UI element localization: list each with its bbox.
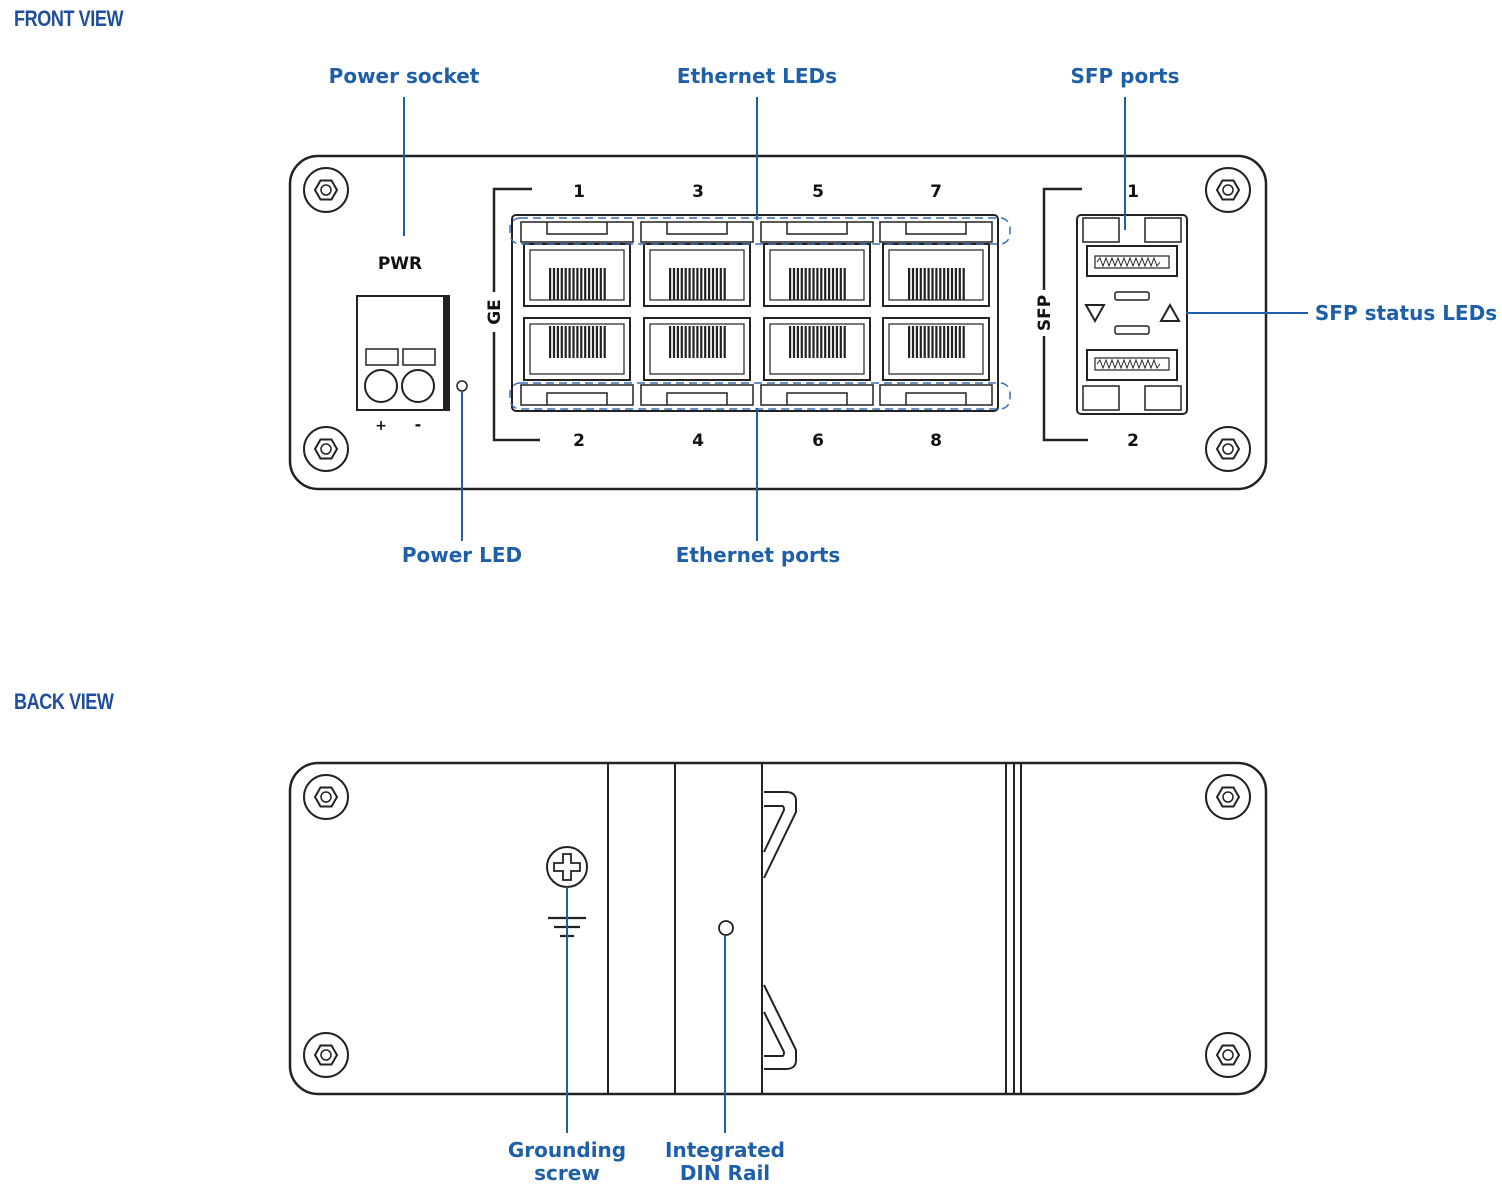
screw-icon <box>303 774 349 820</box>
port-number-8: 8 <box>930 431 942 451</box>
back-view-heading: BACK VIEW <box>14 689 114 714</box>
back-panel-body <box>288 761 1268 1096</box>
sfp-cage <box>1076 214 1188 415</box>
ethernet-ports <box>520 221 993 406</box>
screw-icon <box>303 1032 349 1078</box>
sfp-label: SFP <box>1035 295 1055 331</box>
screw-icon <box>303 426 349 472</box>
callout-ethernet-ports: Ethernet ports <box>676 543 841 567</box>
screw-icon <box>1205 426 1251 472</box>
sfp-status-led-1 <box>1084 304 1106 324</box>
minus-label: - <box>415 415 422 434</box>
front-view-heading: FRONT VIEW <box>14 6 124 31</box>
callout-grounding-screw-line1: Grounding <box>508 1138 626 1162</box>
callout-ethernet-leds: Ethernet LEDs <box>677 64 837 88</box>
grounding-screw-icon <box>546 846 588 888</box>
callout-sfp-ports: SFP ports <box>1070 64 1179 88</box>
callout-power-socket: Power socket <box>329 64 480 88</box>
sfp-status-led-2 <box>1159 302 1181 322</box>
ethernet-port-1 <box>520 221 634 307</box>
pwr-label: PWR <box>378 254 422 274</box>
ge-label: GE <box>485 299 505 325</box>
port-number-5: 5 <box>812 182 824 202</box>
ethernet-port-7 <box>879 221 993 307</box>
callout-power-led: Power LED <box>402 543 522 567</box>
din-rail-pin <box>718 920 734 936</box>
plus-label: + <box>375 418 387 434</box>
port-number-2: 2 <box>573 431 585 451</box>
port-number-3: 3 <box>692 182 704 202</box>
back-panel <box>288 761 1268 1096</box>
callout-sfp-status-leds: SFP status LEDs <box>1315 301 1497 325</box>
callout-din-rail-line1: Integrated <box>665 1138 785 1162</box>
screw-icon <box>1205 167 1251 213</box>
power-led <box>456 380 468 392</box>
port-number-1: 1 <box>573 182 585 202</box>
front-panel-body <box>288 154 1268 491</box>
callout-grounding-screw-line2: screw <box>534 1161 600 1185</box>
back-callout-lines <box>566 887 726 1133</box>
ethernet-port-3 <box>640 221 754 307</box>
port-number-4: 4 <box>692 431 704 451</box>
front-panel: PWR + - GE 1 3 5 7 2 4 6 8 <box>288 154 1268 491</box>
front-callout-lines <box>403 97 1308 541</box>
screw-icon <box>1205 1032 1251 1078</box>
ethernet-port-2 <box>520 317 634 406</box>
ethernet-port-8 <box>879 317 993 406</box>
port-number-6: 6 <box>812 431 824 451</box>
power-socket <box>356 295 450 411</box>
ethernet-port-5 <box>760 221 874 307</box>
ethernet-block <box>511 214 999 412</box>
ethernet-led-highlight <box>509 217 1011 245</box>
ethernet-port-6 <box>760 317 874 406</box>
screw-icon <box>303 167 349 213</box>
sfp-number-1: 1 <box>1127 182 1139 202</box>
ethernet-led-highlight <box>509 382 1011 410</box>
port-number-7: 7 <box>930 182 942 202</box>
screw-icon <box>1205 774 1251 820</box>
sfp-number-2: 2 <box>1127 431 1139 451</box>
din-rail <box>607 763 1022 1094</box>
ethernet-port-4 <box>640 317 754 406</box>
callout-din-rail-line2: DIN Rail <box>680 1161 770 1185</box>
